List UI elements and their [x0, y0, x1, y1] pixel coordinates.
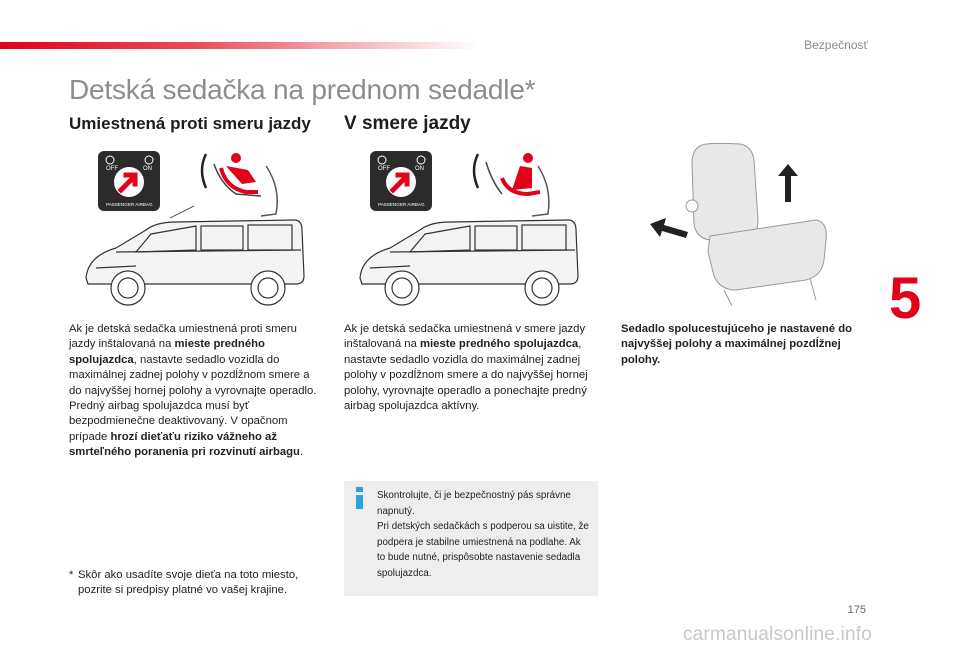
- chapter-number: 5: [889, 266, 922, 331]
- heading-rear-facing: Umiestnená proti smeru jazdy: [69, 114, 311, 133]
- arrow-up-icon: [778, 164, 798, 202]
- airbag-off-badge: OFF ON PASSENGER AIRBAG: [98, 151, 160, 211]
- page-number: 175: [847, 604, 866, 616]
- passenger-seat-icon: [685, 142, 827, 306]
- page-title: Detská sedačka na prednom sedadle*: [69, 74, 536, 105]
- badge-label: PASSENGER AIRBAG: [378, 202, 425, 207]
- badge-on-label: ON: [415, 166, 424, 172]
- airbag-on-badge: OFF ON PASSENGER AIRBAG: [370, 151, 432, 211]
- forward-facing-text: Ak je detská sedačka umiestnená v smere …: [344, 322, 596, 414]
- info-text-2: Pri detských sedačkách s podperou sa uis…: [377, 521, 589, 579]
- rear-facing-paragraph-2: Predný airbag spolujazdca musí byť bezpo…: [69, 400, 304, 459]
- rear-facing-illustration: OFF ON PASSENGER AIRBAG: [85, 151, 305, 306]
- badge-off-label: OFF: [106, 166, 118, 172]
- forward-facing-illustration: OFF ON PASSENGER AIRBAG: [359, 151, 579, 306]
- rear-facing-text: Ak je detská sedačka umiestnená proti sm…: [69, 322, 325, 461]
- van-side-icon: [359, 219, 579, 306]
- footnote: * Skôr ako usadíte svoje dieťa na toto m…: [69, 568, 319, 598]
- section-label: Bezpečnosť: [804, 38, 868, 52]
- info-box: Skontrolujte, či je bezpečnostný pás spr…: [344, 481, 598, 596]
- info-icon: [356, 487, 365, 509]
- footnote-text: Skôr ako usadíte svoje dieťa na toto mie…: [78, 569, 299, 596]
- info-text: Skontrolujte, či je bezpečnostný pás spr…: [377, 488, 591, 582]
- forward-facing-paragraph: Ak je detská sedačka umiestnená v smere …: [344, 323, 588, 413]
- footnote-star: *: [69, 569, 74, 581]
- header-red-bar: [0, 42, 480, 49]
- info-text-1: Skontrolujte, či je bezpečnostný pás spr…: [377, 490, 571, 517]
- seat-caption: Sedadlo spolucestujúceho je nastavené do…: [621, 323, 853, 366]
- badge-off-label: OFF: [378, 166, 390, 172]
- child-seat-forward-facing-icon: [472, 153, 550, 217]
- arrow-back-icon: [650, 218, 688, 238]
- van-side-icon: [85, 205, 305, 306]
- child-seat-rear-facing-icon: [200, 153, 278, 217]
- badge-on-label: ON: [143, 166, 152, 172]
- rear-facing-paragraph-1: Ak je detská sedačka umiestnená proti sm…: [69, 323, 317, 397]
- watermark: carmanualsonline.info: [682, 624, 872, 645]
- seat-adjustment-illustration: [640, 140, 832, 306]
- heading-forward-facing: V smere jazdy: [344, 113, 471, 134]
- badge-label: PASSENGER AIRBAG: [106, 202, 153, 207]
